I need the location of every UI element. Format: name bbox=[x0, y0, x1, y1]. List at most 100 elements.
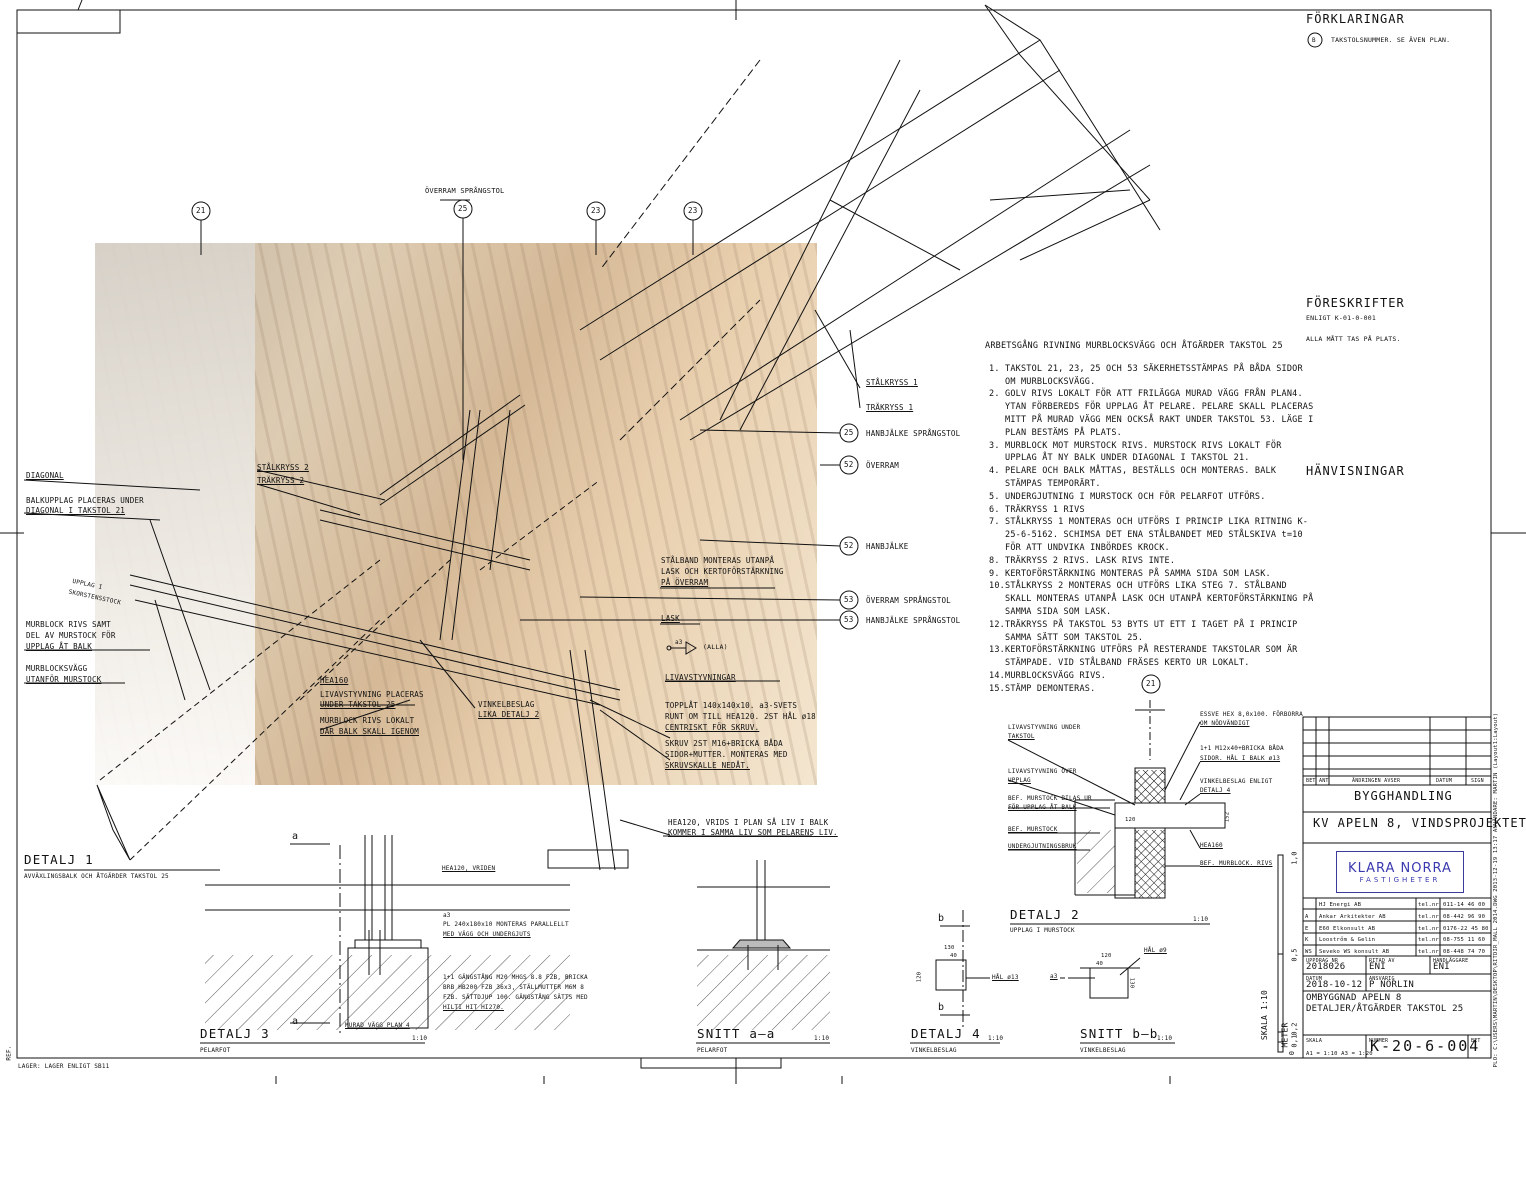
detalj3-hea120-note: HEA120, VRIDEN bbox=[442, 865, 496, 872]
detalj4-hole-note: HÅL ø13 bbox=[992, 974, 1019, 981]
work-steps: ARBETSGÅNG RIVNING MURBLOCKSVÄGG OCH ÅTG… bbox=[985, 340, 1315, 696]
plot-path-text: PLO: C:\USERS\MARTIN\DESKTOP\RITDIR_MALL… bbox=[1493, 712, 1499, 1068]
trakryss2-label: TRÄKRYSS 2 bbox=[257, 476, 305, 485]
detalj2-note-6b: OM NÖDVÄNDIGT bbox=[1200, 720, 1250, 727]
work-step-text: STÅLKRYSS 2 MONTERAS OCH UTFÖRS LIKA STE… bbox=[1005, 581, 1314, 617]
detalj2-note-6a: ESSVE HEX 8,0x100. FÖRBORRA bbox=[1200, 711, 1303, 718]
overram-sprangstol-label: ÖVERRAM SPRÅNGSTOL bbox=[425, 187, 505, 195]
uppdrag-value: 2018026 bbox=[1306, 962, 1346, 972]
detalj3-plate-note-1: PL 240x180x10 MONTERAS PARALLELLT bbox=[443, 921, 569, 928]
detalj3-rod-note-2: BRB HB200 FZB 36x3, STÄLLMUTTER M6M 8 bbox=[443, 984, 585, 991]
callout-53a: 53 bbox=[844, 595, 854, 604]
detalj3-rod-note-4: HILTI HIT HI270. bbox=[443, 1004, 504, 1011]
detalj2-note-1a: LIVAVSTYVNING UNDER bbox=[1008, 724, 1081, 731]
ansvarig-value: P NORLIN bbox=[1369, 980, 1414, 990]
hea120-note-2: KOMMER I SAMMA LIV SOM PELARENS LIV. bbox=[668, 828, 838, 837]
work-step: 10.STÅLKRYSS 2 MONTERAS OCH UTFÖRS LIKA … bbox=[985, 580, 1315, 618]
topp-note-1: TOPPLÅT 140x140x10. a3-SVETS bbox=[665, 701, 798, 710]
detalj2-scale: 1:10 bbox=[1193, 916, 1209, 923]
legend-title: FÖRKLARINGAR bbox=[1306, 12, 1405, 26]
snitt-bb-dim-120: 120 bbox=[1101, 953, 1112, 959]
work-step-number: 3. bbox=[989, 440, 1000, 451]
detalj3-rod-note-3: FZB. SÄTTDJUP 100. GÄNGSTÅNG SÄTTS MED bbox=[443, 994, 588, 1001]
truss-sketch bbox=[23, 4, 1492, 1059]
detalj4-dim-130: 130 bbox=[944, 945, 955, 951]
client-logo-sub: FASTIGHETER bbox=[1359, 875, 1441, 884]
truss-23b-number: 23 bbox=[688, 206, 698, 215]
work-step-number: 10. bbox=[989, 581, 1005, 592]
trakryss1-label: TRÄKRYSS 1 bbox=[866, 403, 914, 412]
detalj2-title: DETALJ 2 bbox=[1010, 907, 1080, 922]
detalj4-dim-120: 120 bbox=[916, 971, 923, 983]
snitt-bb-dim-130: 130 bbox=[1128, 977, 1135, 989]
uppdrag-label: UPPDRAG NR bbox=[1306, 958, 1339, 964]
skruv-note-1: SKRUV 2ST M16+BRICKA BÅDA bbox=[665, 739, 783, 748]
work-step-text: TRÄKRYSS 2 RIVS. LASK RIVS INTE. bbox=[1005, 555, 1176, 566]
detalj2-note-1b: TAKSTOL bbox=[1008, 733, 1035, 740]
work-step: 3.MURBLOCK MOT MURSTOCK RIVS. MURSTOCK R… bbox=[985, 440, 1315, 466]
detalj4-weld: a3 bbox=[1050, 973, 1058, 980]
project-title: KV APELN 8, VINDSPROJEKTET bbox=[1313, 816, 1526, 830]
nummer-label: NUMMER bbox=[1369, 1038, 1389, 1044]
detalj2-note-8a: VINKELBESLAG ENLIGT bbox=[1200, 778, 1273, 785]
consultant-n: HJ Energi AB bbox=[1319, 902, 1362, 908]
detalj2-note-5: UNDERGJUTNINGSBRUK bbox=[1008, 843, 1077, 850]
client-logo-name: KLARA NORRA bbox=[1348, 860, 1452, 876]
consultant-k: WS bbox=[1305, 949, 1313, 956]
hanbjalke-sprangstol-label: HANBJÄLKE SPRÅNGSTOL bbox=[866, 429, 961, 438]
work-step-text: TRÄKRYSS PÅ TAKSTOL 53 BYTS UT ETT I TAG… bbox=[1005, 619, 1298, 643]
scale-bar-label: SKALA 1:10 bbox=[1260, 989, 1270, 1041]
datum-value: 2018-10-12 bbox=[1306, 980, 1363, 990]
consultant-n: Ankar Arkitekter AB bbox=[1319, 913, 1386, 920]
work-step-number: 2. bbox=[989, 389, 1000, 400]
skala-label: SKALA bbox=[1306, 1038, 1323, 1044]
bet-label: BET bbox=[1471, 1038, 1481, 1044]
livav-note-2: UNDER TAKSTOL 25 bbox=[320, 700, 396, 709]
ref-footer: REF. bbox=[5, 1045, 13, 1061]
detalj2-note-8b: DETALJ 4 bbox=[1200, 787, 1231, 794]
detalj1-subtitle: AVVÄXLINGSBALK OCH ÅTGÄRDER TAKSTOL 25 bbox=[24, 873, 169, 880]
brick-chimney-photo bbox=[95, 243, 255, 785]
rev-header-ant: ANT bbox=[1319, 778, 1329, 784]
mb-note-1: MURBLOCK RIVS LOKALT bbox=[320, 716, 415, 725]
topp-note-2: RUNT OM TILL HEA120. 2ST HÅL ø18 bbox=[665, 712, 816, 721]
detalj2-note-3a: BEF. MURSTOCK BILAS UR bbox=[1008, 795, 1092, 802]
work-step: 6.TRÄKRYSS 1 RIVS bbox=[985, 504, 1315, 517]
callout-52b: 52 bbox=[844, 541, 854, 550]
rev-header-andring: ÄNDRINGEN AVSER bbox=[1352, 778, 1401, 784]
work-step-text: GOLV RIVS LOKALT FÖR ATT FRILÄGGA MURAD … bbox=[1005, 389, 1314, 438]
stalband-note-1: STÅLBAND MONTERAS UTANPÅ bbox=[661, 556, 775, 565]
snitt-aa-scale: 1:10 bbox=[814, 1035, 830, 1042]
work-steps-list: 1.TAKSTOL 21, 23, 25 OCH 53 SÄKERHETSSTÄ… bbox=[985, 363, 1315, 696]
work-step-text: KERTOFÖRSTÄRKNING MONTERAS PÅ SAMMA SIDA… bbox=[1005, 568, 1271, 579]
work-step-number: 4. bbox=[989, 466, 1000, 477]
snitt-bb-hole-note: HÅL ø9 bbox=[1144, 947, 1167, 954]
detalj2-note-2a: LIVAVSTYVNING ÖVER bbox=[1008, 768, 1077, 775]
detalj2-note-7a: 1+1 M12x40+BRICKA BÅDA bbox=[1200, 745, 1284, 752]
work-step-text: PELARE OCH BALK MÅTTAS, BESTÄLLS OCH MON… bbox=[1005, 466, 1277, 489]
detalj2-subtitle: UPPLAG I MURSTOCK bbox=[1010, 927, 1075, 934]
work-step: 14.MURBLOCKSVÄGG RIVS. bbox=[985, 670, 1315, 683]
work-step-number: 9. bbox=[989, 568, 1000, 579]
work-steps-title: ARBETSGÅNG RIVNING MURBLOCKSVÄGG OCH ÅTG… bbox=[985, 341, 1283, 351]
callout-53b: 53 bbox=[844, 615, 854, 624]
murblocksvagg-note-1: MURBLOCKSVÄGG bbox=[26, 664, 88, 673]
rev-header-bet: BET bbox=[1306, 778, 1316, 784]
hea160-label: HEA160 bbox=[320, 676, 349, 685]
work-step-number: 15. bbox=[989, 683, 1005, 694]
work-step-number: 5. bbox=[989, 491, 1000, 502]
drawing-linework bbox=[0, 0, 1526, 1084]
skruv-note-3: SKRUVSKALLE NEDÅT. bbox=[665, 761, 750, 770]
lask-label: LASK bbox=[661, 614, 680, 623]
murblock-note-1: MURBLOCK RIVS SAMT bbox=[26, 620, 111, 629]
drawing-number: K-20-6-004 bbox=[1370, 1037, 1481, 1055]
scale-tick-0: 0 bbox=[1288, 1050, 1297, 1056]
scale-tick-01: 0,1 bbox=[1290, 1034, 1299, 1048]
consultant-k: A bbox=[1305, 913, 1309, 920]
mb-note-2: DÄR BALK SKALL IGENOM bbox=[320, 727, 420, 736]
lager-footer: LAGER: LAGER ENLIGT SB11 bbox=[18, 1063, 110, 1070]
consultant-t: tel.nr bbox=[1418, 937, 1440, 944]
detalj2-note-7b: SIDOR. HÅL I BALK ø13 bbox=[1200, 755, 1281, 762]
weld-a3-label: a3 bbox=[675, 639, 683, 646]
detalj2-note-10: BEF. MURBLOCK. RIVS bbox=[1200, 860, 1273, 867]
